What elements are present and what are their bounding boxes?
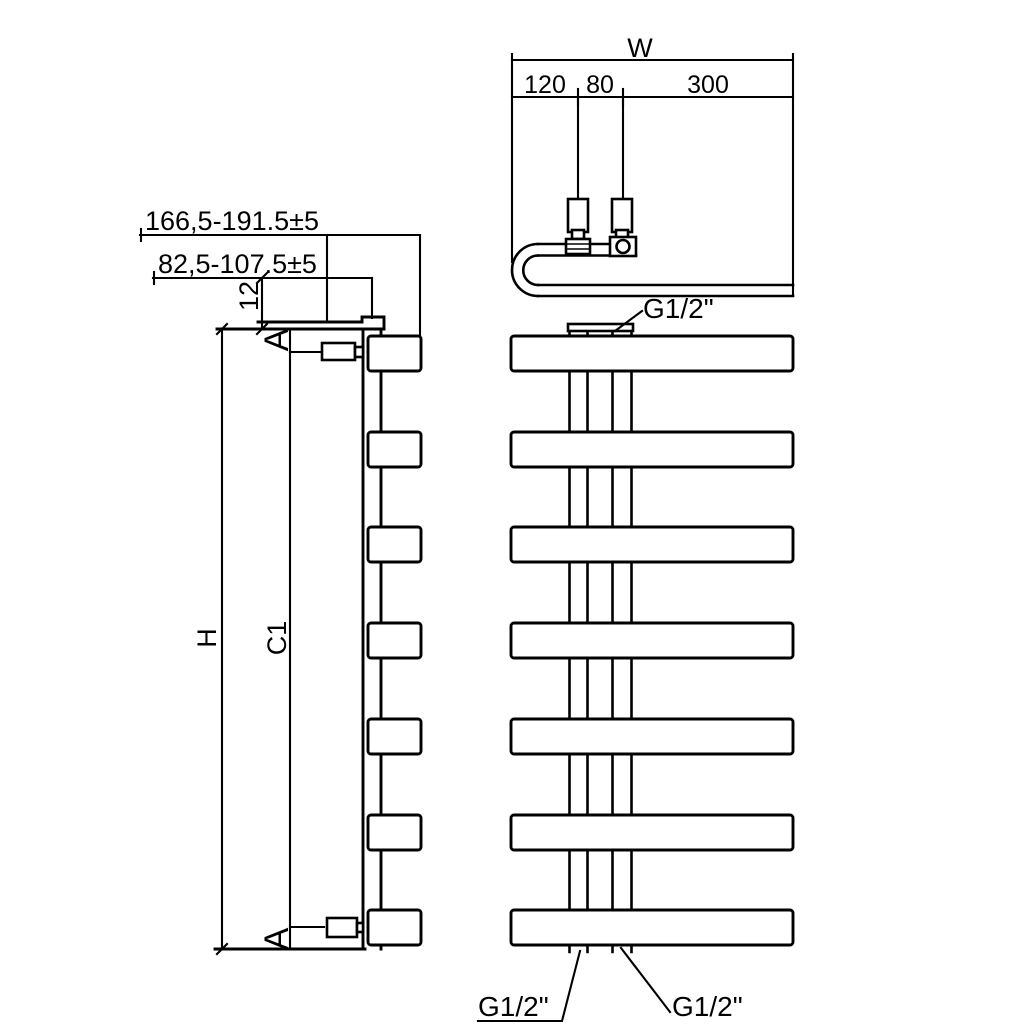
front-top-cap bbox=[566, 322, 635, 333]
side-bottom-bracket bbox=[325, 916, 359, 939]
plan-right-valve-body bbox=[610, 197, 634, 234]
front-bottom-right-leader bbox=[619, 946, 672, 1014]
side-section-marker-bottom: A bbox=[258, 927, 296, 950]
side-height-label: H bbox=[192, 628, 222, 648]
plan-left-valve-block bbox=[564, 237, 592, 256]
front-bars bbox=[509, 334, 795, 947]
side-bottom-bracket-lug bbox=[355, 921, 365, 934]
front-bar-7 bbox=[509, 908, 795, 947]
plan-right-valve-block bbox=[608, 235, 638, 258]
side-rung-5 bbox=[366, 717, 423, 756]
front-bottom-left-leader bbox=[476, 949, 582, 1023]
plan-left-valve-body bbox=[566, 197, 590, 234]
side-top-bracket-lug bbox=[353, 345, 365, 359]
side-rung-6 bbox=[366, 813, 423, 852]
side-dim-offset-label: 12 bbox=[234, 281, 264, 311]
front-view: G1/2" G1/2" G1/2" bbox=[476, 293, 795, 1023]
front-bottom-right-connection-label: G1/2" bbox=[672, 991, 743, 1022]
front-top-connection-leader bbox=[613, 309, 644, 333]
plan-left-valve-neck bbox=[570, 228, 586, 241]
plan-segment-80-label: 80 bbox=[586, 71, 614, 99]
side-view: 166,5-191.5±5 82,5-107.5±5 12 H C1 A A bbox=[138, 206, 423, 956]
side-rung-2 bbox=[366, 430, 423, 469]
plan-u-turn-inner bbox=[522, 254, 540, 287]
plan-view: W 120 80 300 bbox=[510, 33, 795, 298]
side-dim-near-label: 82,5-107.5±5 bbox=[158, 249, 317, 279]
side-rung-3 bbox=[366, 525, 423, 564]
front-top-connection-label: G1/2" bbox=[643, 293, 714, 324]
plan-left-valve-block-lines bbox=[565, 243, 591, 250]
side-wall-plate-hook-step bbox=[360, 315, 386, 331]
side-dim-far-label: 166,5-191.5±5 bbox=[145, 206, 319, 236]
side-top-bracket bbox=[320, 341, 357, 362]
side-rungs bbox=[366, 334, 423, 947]
side-centers-label: C1 bbox=[262, 621, 292, 656]
plan-width-label: W bbox=[627, 33, 653, 63]
plan-u-turn-outer bbox=[510, 242, 540, 298]
side-rung-1 bbox=[366, 334, 423, 373]
front-bar-6 bbox=[509, 813, 795, 852]
side-rung-4 bbox=[366, 621, 423, 660]
side-rung-7 bbox=[366, 908, 423, 947]
front-bar-3 bbox=[509, 525, 795, 564]
plan-right-valve-port-circle bbox=[615, 238, 631, 255]
plan-segment-300-label: 300 bbox=[687, 71, 729, 99]
front-bar-5 bbox=[509, 717, 795, 756]
front-bar-1 bbox=[509, 334, 795, 373]
front-bottom-left-connection-label: G1/2" bbox=[478, 991, 549, 1022]
front-bar-2 bbox=[509, 430, 795, 469]
front-bar-4 bbox=[509, 621, 795, 660]
plan-segment-120-label: 120 bbox=[524, 71, 566, 99]
side-section-marker-top: A bbox=[258, 328, 296, 351]
